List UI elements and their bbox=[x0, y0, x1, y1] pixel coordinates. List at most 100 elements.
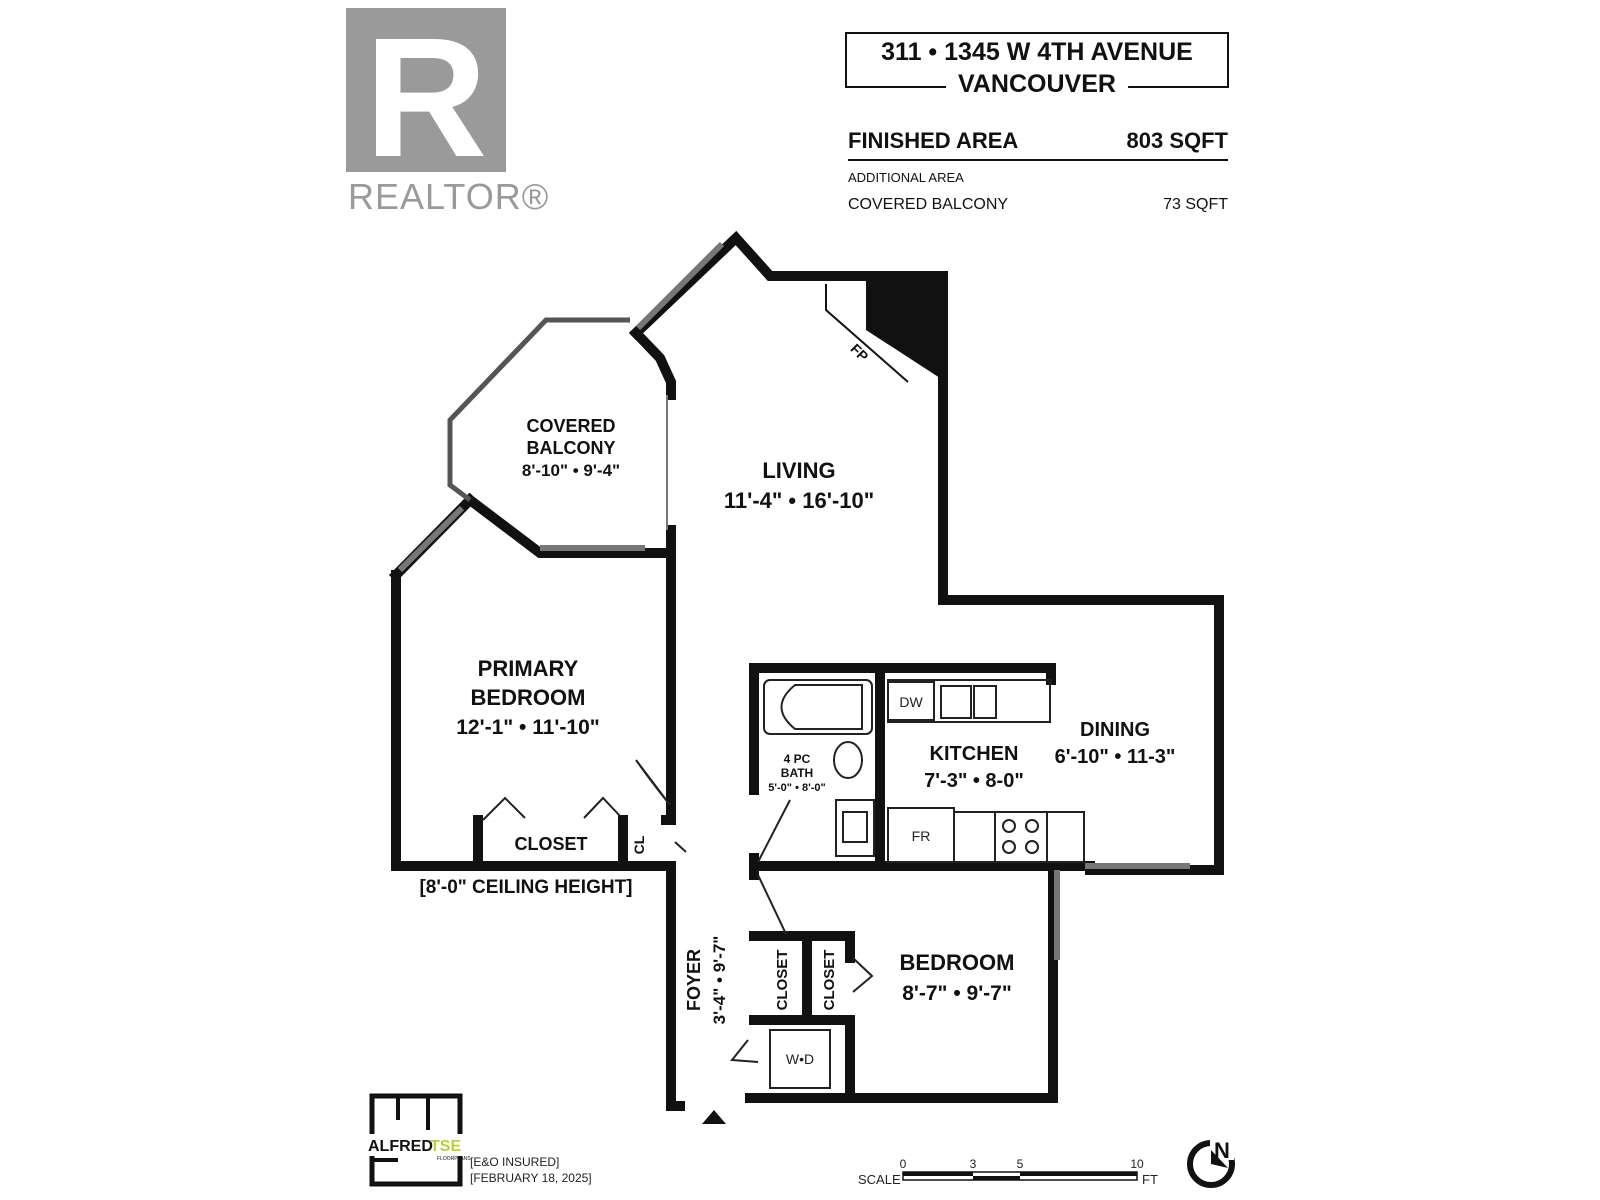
door-bedroom-closet bbox=[852, 957, 874, 993]
fireplace-label: FP bbox=[848, 340, 872, 364]
ceiling-height: [8'-0" CEILING HEIGHT] bbox=[419, 877, 632, 898]
kitchen-sink-2 bbox=[973, 685, 997, 719]
closet-right-label: CLOSET bbox=[821, 950, 838, 1011]
balcony-area-value: 73 SQFT bbox=[1163, 196, 1228, 213]
brand-sub: FLOORPLANS bbox=[437, 1156, 471, 1162]
living-dims: 11'-4" • 16'-10" bbox=[724, 488, 874, 513]
scale-tick-10: 10 bbox=[1130, 1157, 1144, 1171]
insured-note: [E&O INSURED] bbox=[470, 1155, 559, 1169]
alfredtse-logo: ALFRED TSE FLOORPLANS bbox=[366, 1093, 471, 1187]
sink-bath bbox=[842, 811, 868, 843]
additional-area-row: ADDITIONAL AREA bbox=[848, 170, 1228, 185]
north-arrow-icon: N bbox=[1187, 1136, 1235, 1188]
door-primary bbox=[635, 759, 671, 806]
additional-area-label: ADDITIONAL AREA bbox=[848, 170, 964, 185]
bath-name-1: 4 PC bbox=[784, 752, 811, 766]
primary-name-2: BEDROOM bbox=[471, 685, 586, 710]
realtor-logo: R bbox=[346, 8, 506, 188]
dishwasher-box bbox=[887, 681, 935, 721]
bedroom-dims: 8'-7" • 9'-7" bbox=[902, 982, 1012, 1005]
balcony-name-1: COVERED bbox=[526, 416, 615, 436]
door-closet-right bbox=[583, 796, 621, 819]
balcony-area-label: COVERED BALCONY bbox=[848, 196, 1009, 213]
fireplace-hearth bbox=[825, 284, 909, 383]
door-closet-left bbox=[482, 796, 526, 821]
brand-alfred: ALFRED bbox=[368, 1138, 433, 1155]
foyer-dims: 3'-4" • 9'-7" bbox=[710, 936, 729, 1025]
foyer-name: FOYER bbox=[684, 949, 704, 1011]
address-line-1: 311 • 1345 W 4TH AVENUE bbox=[881, 38, 1193, 66]
kitchen-sink-1 bbox=[940, 685, 972, 719]
wall-bedroom-closets bbox=[749, 931, 855, 963]
primary-dims: 12'-1" • 11'-10" bbox=[456, 716, 600, 739]
door-bath bbox=[757, 799, 791, 863]
entry-arrow-icon bbox=[702, 1110, 726, 1124]
wall-primary bbox=[391, 570, 676, 871]
realtor-wordmark: REALTOR® bbox=[348, 176, 550, 217]
scale-seg-3 bbox=[1020, 1172, 1137, 1176]
wd-label: W•D bbox=[786, 1051, 814, 1067]
wall-wd bbox=[749, 1015, 855, 1103]
counter-bottom bbox=[953, 811, 1085, 863]
scale-seg-1 bbox=[903, 1172, 973, 1176]
finished-area-label: FINISHED AREA bbox=[848, 128, 1019, 153]
scale-bar: SCALE 0 3 5 10 FT bbox=[858, 1157, 1158, 1187]
kitchen-dims: 7'-3" • 8-0" bbox=[924, 770, 1024, 792]
burner-2 bbox=[1025, 819, 1039, 833]
wall-bath-block bbox=[749, 663, 1056, 795]
window-living-upper bbox=[635, 241, 725, 331]
stove bbox=[994, 811, 1048, 863]
balcony-area-row: COVERED BALCONY 73 SQFT bbox=[848, 196, 1228, 214]
finished-area-value: 803 SQFT bbox=[1126, 128, 1228, 153]
bathtub bbox=[763, 679, 873, 735]
scale-seg-2 bbox=[973, 1176, 1020, 1180]
address-line-2: VANCOUVER bbox=[946, 70, 1128, 99]
north-letter: N bbox=[1214, 1138, 1230, 1163]
door-bedroom bbox=[757, 874, 787, 935]
scale-label: SCALE bbox=[858, 1172, 901, 1187]
balcony-name-2: BALCONY bbox=[527, 438, 616, 458]
scale-tick-3: 3 bbox=[970, 1157, 977, 1171]
kitchen-name: KITCHEN bbox=[930, 743, 1019, 765]
bathtub-basin bbox=[780, 684, 863, 730]
brand-tse: TSE bbox=[430, 1138, 461, 1155]
balcony-dims: 8'-10" • 9'-4" bbox=[522, 461, 620, 480]
vanity bbox=[835, 799, 875, 857]
balcony-outline bbox=[447, 317, 630, 502]
burner-4 bbox=[1025, 840, 1039, 854]
alfredtse-logo-band bbox=[366, 1134, 466, 1156]
bedroom-name: BEDROOM bbox=[900, 950, 1015, 975]
burner-1 bbox=[1002, 819, 1016, 833]
finished-area-row: FINISHED AREA 803 SQFT bbox=[848, 128, 1228, 161]
door-wd bbox=[730, 1039, 759, 1063]
door-swings bbox=[482, 759, 874, 1063]
burner-3 bbox=[1002, 840, 1016, 854]
wall-living-left bbox=[628, 325, 676, 400]
wall-foyer-left bbox=[666, 861, 685, 1111]
dining-name: DINING bbox=[1080, 719, 1150, 741]
primary-name-1: PRIMARY bbox=[478, 656, 579, 681]
wall-living-top bbox=[628, 230, 1224, 875]
wall-primary-top bbox=[462, 492, 676, 558]
living-name: LIVING bbox=[762, 458, 835, 483]
toilet bbox=[833, 741, 863, 779]
washer-dryer bbox=[769, 1029, 831, 1089]
date-note: [FEBRUARY 18, 2025] bbox=[470, 1171, 592, 1185]
bath-dims: 5'-0" • 8'-0" bbox=[768, 782, 825, 794]
realtor-logo-box bbox=[346, 8, 506, 172]
scale-tick-0: 0 bbox=[900, 1157, 907, 1171]
north-pointer bbox=[1211, 1150, 1228, 1168]
walls bbox=[388, 230, 1224, 1111]
fridge-label: FR bbox=[912, 828, 931, 844]
cl-label: CL bbox=[631, 835, 647, 854]
window-primary-angled bbox=[397, 505, 465, 573]
fireplace-block bbox=[866, 276, 943, 380]
fixtures bbox=[763, 679, 1085, 1089]
primary-closet-label: CLOSET bbox=[514, 834, 587, 854]
scale-tick-5: 5 bbox=[1017, 1157, 1024, 1171]
scale-unit: FT bbox=[1142, 1172, 1158, 1187]
door-foyer-cl bbox=[674, 841, 687, 853]
dishwasher-label: DW bbox=[899, 694, 923, 710]
realtor-logo-letter: R bbox=[365, 8, 488, 188]
